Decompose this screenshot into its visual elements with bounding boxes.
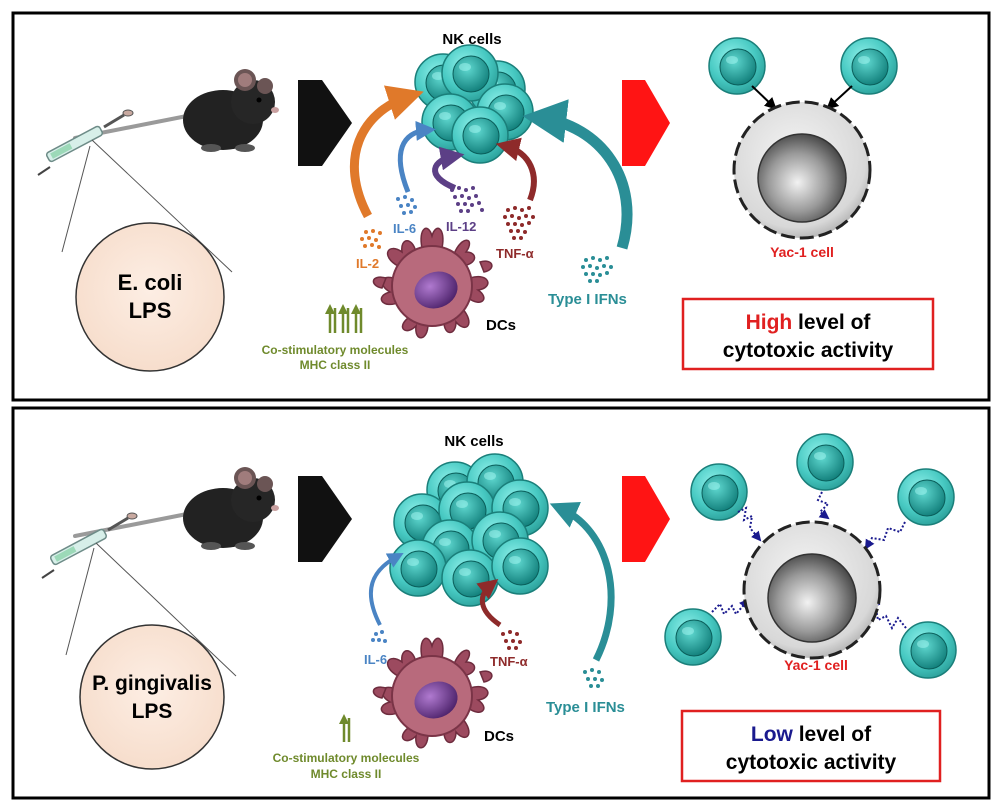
result-line1: High level of <box>746 311 872 334</box>
lps-label-line2: LPS <box>129 298 172 323</box>
top-panel: E. coli LPS NK cells IL-2 <box>36 31 935 372</box>
ifn-arrow <box>549 501 615 662</box>
il12-dots <box>450 186 484 213</box>
tnf-arrow <box>495 137 537 202</box>
lps-label-line1: E. coli <box>118 270 183 295</box>
tnf-label: TNF-α <box>496 246 534 261</box>
costim-label-line1: Co-stimulatory molecules <box>273 751 420 765</box>
ifn-dots <box>581 256 613 283</box>
result-box <box>680 709 942 783</box>
il6-dots <box>396 195 417 215</box>
costim-arrows <box>325 304 363 333</box>
lps-label-line1: P. gingivalis <box>92 672 212 695</box>
result-line1: Low level of <box>751 723 872 746</box>
zoom-line-left <box>65 547 95 656</box>
attack-arrow <box>826 85 853 110</box>
il6-label: IL-6 <box>364 652 387 667</box>
yac1-label: Yac-1 cell <box>770 244 834 260</box>
yac1-cell-icon <box>732 100 872 240</box>
costim-label-line1: Co-stimulatory molecules <box>262 343 409 357</box>
il6-label: IL-6 <box>393 221 416 236</box>
result-line2: cytotoxic activity <box>723 339 894 362</box>
il6-arrow <box>369 552 404 626</box>
tnf-dots <box>501 630 522 650</box>
nk-cells-label: NK cells <box>442 31 501 48</box>
dc-label: DCs <box>486 317 516 334</box>
result-level-rest: level of <box>793 723 872 746</box>
distant-nk-cell <box>897 468 955 526</box>
bottom-panel: P. gingivalis LPS NK cells IL-6 <box>40 433 957 783</box>
result-arrow <box>622 80 670 166</box>
attack-arrow <box>751 85 777 110</box>
ifn-arrow <box>522 99 633 250</box>
ifn-dots <box>583 668 604 688</box>
nk-cells-label: NK cells <box>444 433 503 450</box>
process-arrow <box>298 476 352 562</box>
result-box <box>681 297 935 371</box>
result-line2: cytotoxic activity <box>726 751 897 774</box>
tnf-label: TNF-α <box>490 654 528 669</box>
result-level-word: High <box>746 311 793 334</box>
result-level-word: Low <box>751 723 794 746</box>
yac1-cell-icon <box>742 520 882 660</box>
lps-circle <box>79 624 225 770</box>
result-arrow <box>622 476 670 562</box>
zoom-line-right <box>91 139 233 273</box>
tnf-dots <box>503 206 535 240</box>
zoom-line-right <box>95 542 237 677</box>
il2-dots <box>360 229 382 249</box>
il2-arrow <box>349 85 424 219</box>
distant-nk-cell <box>796 433 854 491</box>
il6-dots <box>371 630 387 643</box>
process-arrow <box>298 80 352 166</box>
costim-label-line2: MHC class II <box>311 767 382 781</box>
il12-arrow <box>432 146 465 191</box>
weak-interaction-arrows <box>711 491 907 631</box>
zoom-line-left <box>61 145 91 253</box>
attacking-nk-cell <box>840 37 898 95</box>
attacking-nk-cell <box>708 37 766 95</box>
il12-label: IL-12 <box>446 219 476 234</box>
tnf-arrow <box>476 579 502 628</box>
il2-label: IL-2 <box>356 256 379 271</box>
yac1-label: Yac-1 cell <box>784 657 848 673</box>
il6-arrow <box>397 120 436 193</box>
costim-label-line2: MHC class II <box>300 358 371 372</box>
ifn-label: Type I IFNs <box>546 699 625 716</box>
lps-label-line2: LPS <box>132 700 173 723</box>
ifn-label: Type I IFNs <box>548 291 627 308</box>
distant-nk-cell <box>899 621 957 679</box>
result-level-rest: level of <box>792 311 871 334</box>
lps-circle <box>75 222 225 372</box>
dc-label: DCs <box>484 728 514 745</box>
distant-nk-cell <box>664 608 722 666</box>
